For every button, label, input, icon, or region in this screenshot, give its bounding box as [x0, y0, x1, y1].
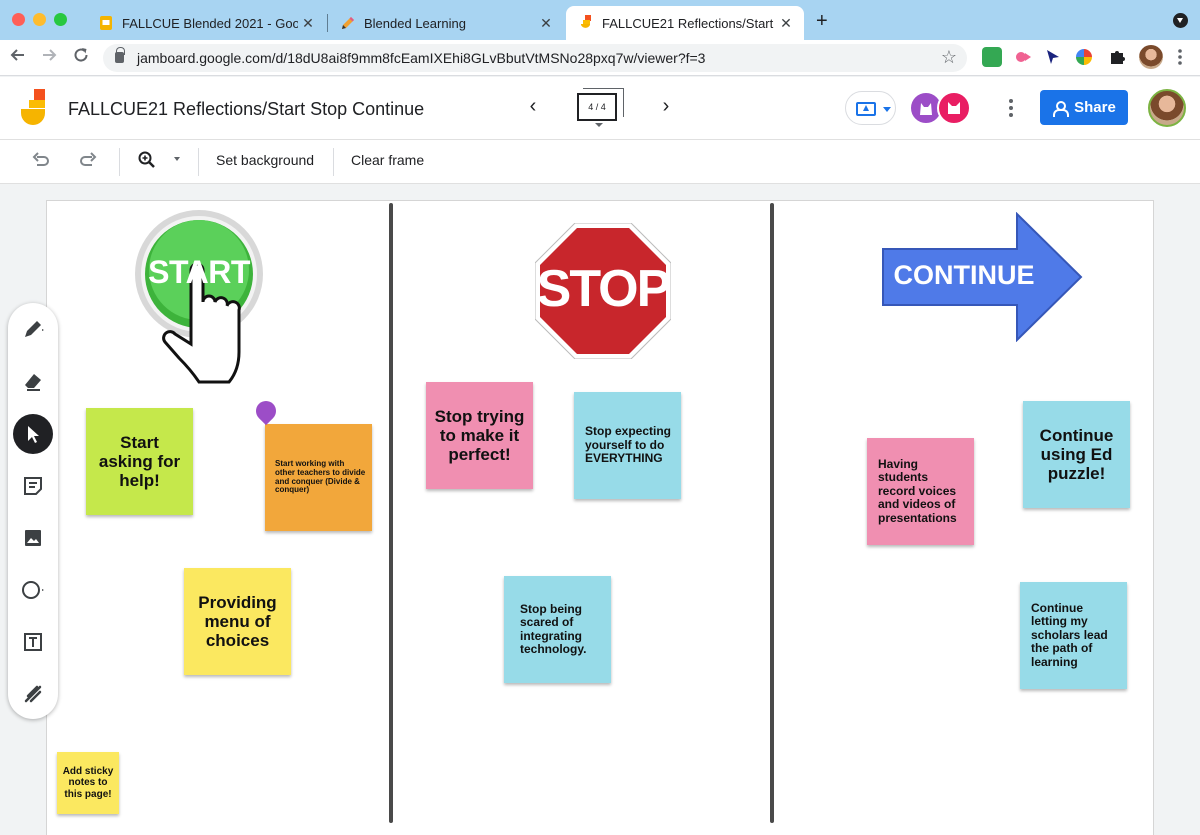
column-divider [389, 203, 393, 823]
reload-icon[interactable] [69, 46, 93, 70]
share-label: Share [1074, 99, 1116, 116]
chevron-left-icon[interactable]: ‹ [529, 95, 537, 117]
close-icon[interactable]: ✕ [302, 14, 314, 31]
address-bar[interactable]: jamboard.google.com/d/18dU8ai8f9mm8fcEam… [103, 44, 967, 72]
extension-pink-icon[interactable] [1013, 47, 1033, 67]
tab-fallcue-blended[interactable]: FALLCUE Blended 2021 - Goog ✕ [86, 6, 326, 40]
continue-header-text: CONTINUE [893, 260, 1035, 290]
sticky-note[interactable]: Stop being scared of integrating technol… [504, 576, 611, 683]
tab-title: Blended Learning [364, 15, 466, 31]
url-text: jamboard.google.com/d/18dU8ai8f9mm8fcEam… [137, 50, 706, 66]
sticky-note[interactable]: Add sticky notes to this page! [57, 752, 119, 814]
eraser-icon[interactable] [13, 361, 53, 401]
pencil-icon [340, 15, 356, 31]
select-cursor-icon[interactable] [13, 414, 53, 454]
sticky-note[interactable]: Start working with other teachers to div… [265, 424, 372, 531]
undo-icon[interactable] [31, 150, 51, 175]
start-button-image[interactable]: START [135, 210, 275, 390]
chrome-menu-icon[interactable] [1177, 47, 1197, 67]
continue-arrow-image[interactable]: CONTINUE [881, 211, 1083, 343]
jamboard-logo[interactable] [20, 89, 48, 127]
circle-shape-icon[interactable] [13, 570, 53, 610]
stop-header-text: STOP [536, 260, 672, 318]
profile-avatar[interactable] [1139, 45, 1163, 69]
sticky-note-icon[interactable] [13, 466, 53, 506]
canvas-area: START STOP CONTINUE Start asking for hel… [0, 184, 1200, 835]
bookmark-star-icon[interactable]: ☆ [940, 47, 957, 67]
jam-toolbar: Set background Clear frame [0, 140, 1200, 184]
pen-tool-icon[interactable] [13, 309, 53, 349]
person-icon [1052, 100, 1070, 117]
color-wheel-icon[interactable] [1074, 47, 1094, 67]
back-arrow-icon[interactable] [6, 46, 30, 70]
sticky-note[interactable]: Having students record voices and videos… [867, 438, 974, 545]
chevron-down-icon [883, 107, 891, 112]
clear-frame-button[interactable]: Clear frame [351, 152, 425, 168]
window-close-button[interactable] [12, 13, 25, 26]
start-header-text: START [148, 254, 250, 290]
zoom-icon[interactable] [137, 150, 157, 175]
browser-toolbar: jamboard.google.com/d/18dU8ai8f9mm8fcEam… [0, 40, 1200, 76]
jamboard-icon [578, 15, 594, 31]
forward-arrow-icon[interactable] [37, 46, 61, 70]
redo-icon[interactable] [78, 150, 98, 175]
tab-title: FALLCUE21 Reflections/Start S [602, 15, 776, 31]
sticky-note[interactable]: Start asking for help! [86, 408, 193, 515]
sticky-note[interactable]: Continue using Ed puzzle! [1023, 401, 1130, 508]
collaborator-avatar-pink[interactable] [937, 91, 971, 125]
slides-icon [98, 15, 114, 31]
sticky-note[interactable]: Continue letting my scholars lead the pa… [1020, 582, 1127, 689]
laser-pointer-icon[interactable] [13, 674, 53, 714]
lock-icon[interactable] [115, 47, 125, 63]
tab-title: FALLCUE Blended 2021 - Goog [122, 15, 298, 31]
share-button[interactable]: Share [1040, 90, 1128, 125]
set-background-button[interactable]: Set background [216, 152, 315, 168]
close-icon[interactable]: ✕ [780, 14, 792, 31]
tool-rail [8, 303, 58, 719]
zoom-dropdown-icon[interactable] [174, 157, 180, 161]
frame-count: 4 / 4 [588, 102, 606, 112]
chevron-right-icon[interactable]: › [662, 95, 670, 117]
cursor-extension-icon[interactable] [1043, 47, 1063, 67]
present-screen-icon [856, 102, 876, 116]
close-icon[interactable]: ✕ [540, 14, 552, 31]
sticky-note[interactable]: Stop expecting yourself to do EVERYTHING [574, 392, 681, 499]
extensions-puzzle-icon[interactable] [1107, 47, 1127, 67]
text-box-icon[interactable] [13, 622, 53, 662]
tab-jamboard-active[interactable]: FALLCUE21 Reflections/Start S ✕ [566, 6, 804, 40]
more-options-icon[interactable] [1009, 99, 1013, 119]
stop-sign-image[interactable]: STOP [534, 222, 672, 360]
tab-blended-learning[interactable]: Blended Learning ✕ [328, 6, 564, 40]
image-icon[interactable] [13, 518, 53, 558]
column-divider [770, 203, 774, 823]
user-avatar[interactable] [1148, 89, 1186, 127]
jam-board[interactable]: START STOP CONTINUE Start asking for hel… [47, 201, 1153, 835]
sticky-note[interactable]: Stop trying to make it perfect! [426, 382, 533, 489]
sticky-note[interactable]: Providing menu of choices [184, 568, 291, 675]
document-title[interactable]: FALLCUE21 Reflections/Start Stop Continu… [68, 99, 425, 119]
frame-indicator[interactable]: 4 / 4 [577, 88, 624, 127]
jamboard-header: FALLCUE21 Reflections/Start Stop Continu… [0, 77, 1200, 140]
window-minimize-button[interactable] [33, 13, 46, 26]
extension-green-icon[interactable] [982, 47, 1002, 67]
new-tab-button[interactable]: + [816, 10, 828, 32]
tab-strip: FALLCUE Blended 2021 - Goog ✕ Blended Le… [0, 0, 1200, 40]
present-button[interactable] [845, 91, 896, 125]
window-maximize-button[interactable] [54, 13, 67, 26]
tab-search-icon[interactable] [1173, 13, 1188, 28]
